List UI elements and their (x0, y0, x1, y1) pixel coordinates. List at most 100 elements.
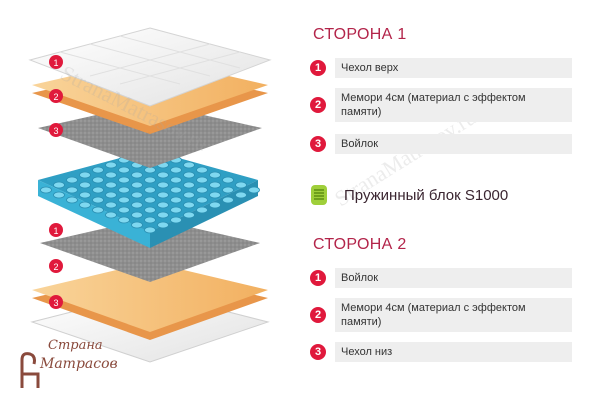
spring-coil (145, 177, 156, 183)
spring-block-label: Пружинный блок S1000 (344, 187, 508, 204)
spring-coil (80, 202, 91, 208)
legend-label: Мемори 4см (материал с эффектом памяти) (335, 298, 572, 332)
layer-marker: 3 (49, 123, 63, 137)
spring-coil (80, 192, 91, 198)
bed-icon (18, 350, 40, 390)
spring-coil (54, 192, 65, 198)
spring-coil (80, 182, 91, 188)
spring-coil (106, 212, 117, 218)
svg-text:1: 1 (53, 58, 58, 68)
spring-coil (184, 162, 195, 168)
spring-coil (119, 197, 130, 203)
spring-block-item: Пружинный блок S1000 (310, 184, 508, 206)
spring-coil (67, 197, 78, 203)
legend-label: Мемори 4см (материал с эффектом памяти) (335, 88, 572, 122)
spring-coil (236, 192, 247, 198)
spring-coil (67, 177, 78, 183)
spring-coil (132, 172, 143, 178)
spring-coil (119, 167, 130, 173)
spring-coil (210, 202, 221, 208)
spring-coil (197, 177, 208, 183)
legend-item: 3 Чехол низ (310, 342, 572, 362)
spring-coil (171, 207, 182, 213)
spring-coil (80, 172, 91, 178)
spring-coil (249, 187, 260, 193)
spring-coil (171, 187, 182, 193)
spring-coil (132, 212, 143, 218)
spring-coil (158, 192, 169, 198)
spring-coil (119, 187, 130, 193)
spring-coil (184, 212, 195, 218)
legend-label: Чехол низ (335, 342, 572, 362)
layer-marker: 1 (49, 55, 63, 69)
svg-text:1: 1 (53, 226, 58, 236)
spring-coil (171, 167, 182, 173)
spring-coil (158, 212, 169, 218)
spring-coil (171, 177, 182, 183)
spring-coil (223, 177, 234, 183)
spring-coil (184, 172, 195, 178)
spring-coil (54, 182, 65, 188)
spring-coil (106, 182, 117, 188)
spring-coil (106, 172, 117, 178)
spring-coil (106, 202, 117, 208)
legend-item: 2 Мемори 4см (материал с эффектом памяти… (310, 298, 572, 332)
number-badge: 1 (310, 270, 326, 286)
svg-text:3: 3 (53, 126, 58, 136)
spring-coil (93, 197, 104, 203)
side-1-heading: СТОРОНА 1 (313, 26, 407, 44)
spring-coil (184, 202, 195, 208)
layer-marker: 3 (49, 295, 63, 309)
spring-coil (145, 207, 156, 213)
spring-coil (236, 182, 247, 188)
spring-coil (171, 217, 182, 223)
spring-coil (145, 187, 156, 193)
number-badge: 3 (310, 136, 326, 152)
spring-coil (106, 162, 117, 168)
legend-panel: СТОРОНА 1 1 Чехол верх 2 Мемори 4см (мат… (300, 0, 600, 400)
brand-logo: Страна Матрасов (18, 332, 108, 394)
spring-coil (145, 227, 156, 233)
spring-coil (197, 167, 208, 173)
legend-item: 1 Войлок (310, 268, 572, 288)
spring-coil (132, 202, 143, 208)
spring-coil (223, 187, 234, 193)
svg-text:3: 3 (53, 298, 58, 308)
spring-coil (145, 197, 156, 203)
spring-coil (223, 197, 234, 203)
spring-coil (210, 192, 221, 198)
layer-marker: 2 (49, 259, 63, 273)
spring-coil (210, 182, 221, 188)
layer-marker: 1 (49, 223, 63, 237)
spring-coil (197, 187, 208, 193)
spring-coil (171, 197, 182, 203)
spring-coil (41, 187, 52, 193)
number-badge: 1 (310, 60, 326, 76)
number-badge: 3 (310, 344, 326, 360)
spring-coil (145, 217, 156, 223)
legend-item: 1 Чехол верх (310, 58, 572, 78)
legend-label: Войлок (335, 268, 572, 288)
svg-text:2: 2 (53, 262, 58, 272)
spring-coil (132, 192, 143, 198)
legend-label: Чехол верх (335, 58, 572, 78)
spring-coil (197, 207, 208, 213)
number-badge: 2 (310, 307, 326, 323)
spring-coil (158, 172, 169, 178)
spring-coil (119, 207, 130, 213)
spring-coil (93, 187, 104, 193)
side-2-heading: СТОРОНА 2 (313, 236, 407, 254)
legend-item: 3 Войлок (310, 134, 572, 154)
spring-coil (184, 192, 195, 198)
spring-coil (106, 192, 117, 198)
spring-coil (197, 197, 208, 203)
spring-coil (93, 167, 104, 173)
logo-text: Страна (48, 338, 103, 353)
spring-coil (210, 172, 221, 178)
spring-coil (158, 222, 169, 228)
spring-coil (67, 187, 78, 193)
spring-coil (93, 177, 104, 183)
number-badge: 2 (310, 97, 326, 113)
spring-coil (158, 182, 169, 188)
spring-coil (132, 222, 143, 228)
